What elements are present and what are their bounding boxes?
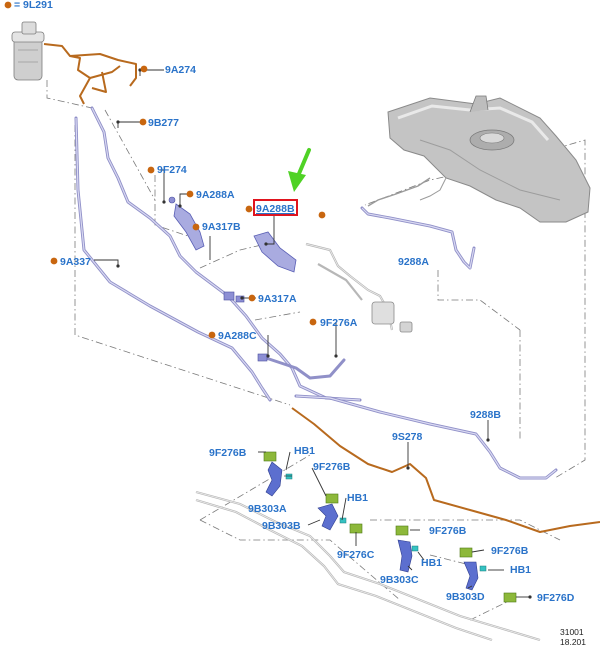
line-9S278 [291,407,600,533]
label-HB1-3: HB1 [421,557,442,569]
vapor-line-assembly [305,242,413,333]
figure-ref-line1: 31001 [560,627,584,637]
legend: = 9L291 [14,0,53,11]
label-9B303B: 9B303B [262,520,301,532]
label-9A288A: 9A288A [196,189,235,201]
label-9288A: 9288A [398,256,429,268]
label-9F276B-4: 9F276B [491,545,529,557]
figure-ref-line2: 18.201 [560,637,586,645]
fuel-filter-part [11,21,45,81]
part-labels: 9A274 9B277 9F274 9A288A 9A288B 9A317B 9… [60,64,575,604]
label-HB1-4: HB1 [510,564,531,576]
green-arrow-icon [288,148,311,192]
clip-9A317A [223,291,245,303]
label-HB1-1: HB1 [294,445,315,457]
label-9B303C: 9B303C [380,574,419,586]
label-9F276B-3: 9F276B [429,525,467,537]
label-9F274: 9F274 [157,164,187,176]
label-9A337: 9A337 [60,256,91,268]
bracket-9A288B [253,231,297,273]
bracket-9A288A [168,196,205,251]
figure-reference: 31001 18.201 [560,627,586,645]
label-9A317B: 9A317B [202,221,241,233]
fuel-tank-part [367,95,591,223]
fuel-line-9288A [360,206,476,270]
clip-assembly-9B303A [263,451,293,497]
clip-assembly-9F276D [503,592,517,603]
fuel-line-9288B [258,354,558,480]
label-9F276D: 9F276D [537,592,575,604]
clip-assembly-9F276C [349,523,363,534]
orange-markers [4,1,326,339]
clip-9A288C [257,353,268,362]
label-9B303A: 9B303A [248,503,287,515]
leader-dots [116,68,532,599]
label-9F276A: 9F276A [320,317,358,329]
label-HB1-2: HB1 [347,492,368,504]
label-9B303D: 9B303D [446,591,485,603]
fuel-line-9A337 [74,106,362,402]
harness-9A274 [43,43,137,105]
clip-assembly-9B303C [395,525,419,573]
label-9B277: 9B277 [148,117,179,129]
label-9F276B-2: 9F276B [313,461,351,473]
legend-label: = 9L291 [14,0,53,11]
label-9A288B: 9A288B [256,203,295,215]
clip-assembly-9B303D [459,547,487,591]
label-9288B: 9288B [470,409,501,421]
label-9A274: 9A274 [165,64,196,76]
label-9F276B-1: 9F276B [209,447,247,459]
clip-assembly-9B303B [317,493,347,531]
highlight-box [253,199,298,216]
label-9A317A: 9A317A [258,293,297,305]
label-9A288C: 9A288C [218,330,257,342]
lower-lines [195,490,541,642]
label-9F276C: 9F276C [337,549,375,561]
label-9S278: 9S278 [392,431,423,443]
